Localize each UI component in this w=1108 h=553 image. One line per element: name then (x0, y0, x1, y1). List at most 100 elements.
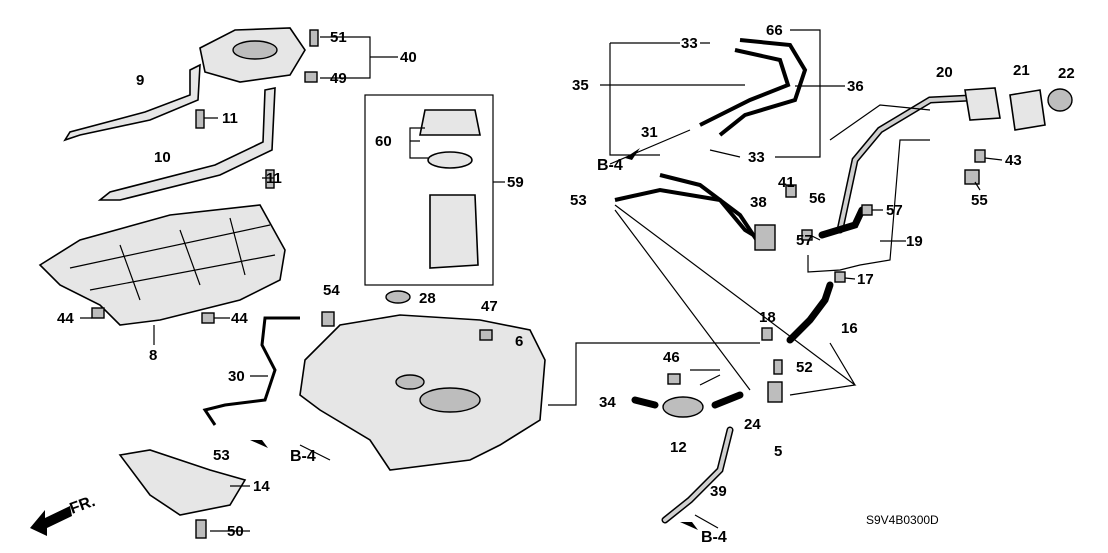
label-47: 47 (481, 298, 498, 315)
label-53b: 53 (570, 192, 587, 209)
label-66: 66 (766, 22, 783, 39)
part-43-bolt (974, 149, 986, 163)
label-40: 40 (400, 49, 417, 66)
label-8: 8 (149, 347, 157, 364)
label-60: 60 (375, 133, 392, 150)
part-6-tank-port (395, 374, 425, 390)
part-52-bolt (773, 359, 783, 375)
part-16-hose (786, 281, 834, 344)
label-57b: 57 (796, 232, 813, 249)
part-22-fuel-cap (1047, 88, 1073, 112)
part-6-fuel-tank (299, 314, 546, 471)
part-44-clip (91, 307, 105, 319)
part-9-strap (63, 63, 201, 142)
part-19-hose (818, 206, 866, 239)
label-9: 9 (136, 72, 144, 89)
label-57: 57 (886, 202, 903, 219)
part-49-nut (304, 71, 318, 83)
part-fuel-line-2 (659, 173, 762, 247)
label-39: 39 (710, 483, 727, 500)
arrow-icon (250, 440, 268, 448)
part-20-filler-pipe-inner (838, 96, 972, 232)
label-17: 17 (857, 271, 874, 288)
part-8-shield (38, 204, 286, 326)
label-54: 54 (323, 282, 340, 299)
label-20: 20 (936, 64, 953, 81)
part-8-ribs (69, 217, 276, 301)
part-60-seal (427, 151, 473, 169)
part-6-tank-opening (419, 387, 481, 413)
part-34-hose (631, 396, 659, 409)
label-55: 55 (971, 192, 988, 209)
part-59-pump (429, 194, 479, 269)
part-38-joint (754, 224, 776, 251)
label-35: 35 (572, 77, 589, 94)
label-49: 49 (330, 70, 347, 87)
reference-marks: B-4 B-4 B-4 (250, 148, 727, 546)
part-17-clamp (834, 271, 846, 283)
part-51-bolt (309, 29, 319, 47)
leader-lines (80, 29, 1003, 532)
part-fuel-line (614, 187, 772, 247)
label-31: 31 (641, 124, 658, 141)
part-35-pipe (718, 38, 808, 137)
parts (38, 27, 1073, 539)
part-18-clamp (761, 327, 773, 341)
part-40-opening (232, 40, 278, 60)
label-46: 46 (663, 349, 680, 366)
part-12-valve (662, 396, 704, 418)
part-57-clamp (801, 229, 813, 241)
part-labels: 51 40 49 9 11 10 11 44 44 8 54 47 6 30 5… (57, 22, 1075, 540)
label-33: 33 (681, 35, 698, 52)
label-5: 5 (774, 443, 782, 460)
part-39-hose-inner (663, 428, 732, 522)
label-44b: 44 (231, 310, 248, 327)
part-5-valve (767, 381, 783, 403)
label-53: 53 (213, 447, 230, 464)
label-52: 52 (796, 359, 813, 376)
label-33b: 33 (748, 149, 765, 166)
label-38: 38 (750, 194, 767, 211)
part-59-box (364, 94, 494, 286)
part-44-clip-2 (201, 312, 215, 324)
label-21: 21 (1013, 62, 1030, 79)
arrow-icon (680, 522, 698, 530)
part-57-clamp-2 (861, 204, 873, 216)
part-47-clip (479, 329, 493, 341)
part-11-bolt (195, 109, 205, 129)
label-24: 24 (744, 416, 761, 433)
part-55-clip (964, 169, 980, 185)
label-22: 22 (1058, 65, 1075, 82)
label-10: 10 (154, 149, 171, 166)
label-11b: 11 (266, 170, 282, 187)
diagram-code: S9V4B0300D (866, 513, 939, 527)
part-50-bolt (195, 519, 207, 539)
part-10-strap (97, 87, 276, 201)
ref-b4-1: B-4 (597, 157, 623, 174)
label-19: 19 (906, 233, 923, 250)
label-34: 34 (599, 394, 616, 411)
label-12: 12 (670, 439, 687, 456)
label-56: 56 (809, 190, 826, 207)
label-59: 59 (507, 174, 524, 191)
ref-b4-3: B-4 (701, 529, 727, 546)
label-50: 50 (227, 523, 244, 540)
part-14-shield (118, 449, 247, 516)
ref-b4-2: B-4 (290, 448, 316, 465)
label-11: 11 (222, 110, 238, 127)
arrow-icon (625, 148, 640, 160)
label-16: 16 (841, 320, 858, 337)
part-60-ring (419, 109, 481, 136)
label-28: 28 (419, 290, 436, 307)
part-30-hose (202, 316, 300, 426)
front-arrow-icon (30, 506, 72, 536)
front-label: FR. (68, 493, 98, 518)
label-6: 6 (515, 333, 523, 350)
label-18: 18 (759, 309, 776, 326)
part-20-filler-neck (964, 87, 1001, 121)
label-51: 51 (330, 29, 347, 46)
label-44: 44 (57, 310, 74, 327)
part-36-pipe (699, 48, 791, 127)
